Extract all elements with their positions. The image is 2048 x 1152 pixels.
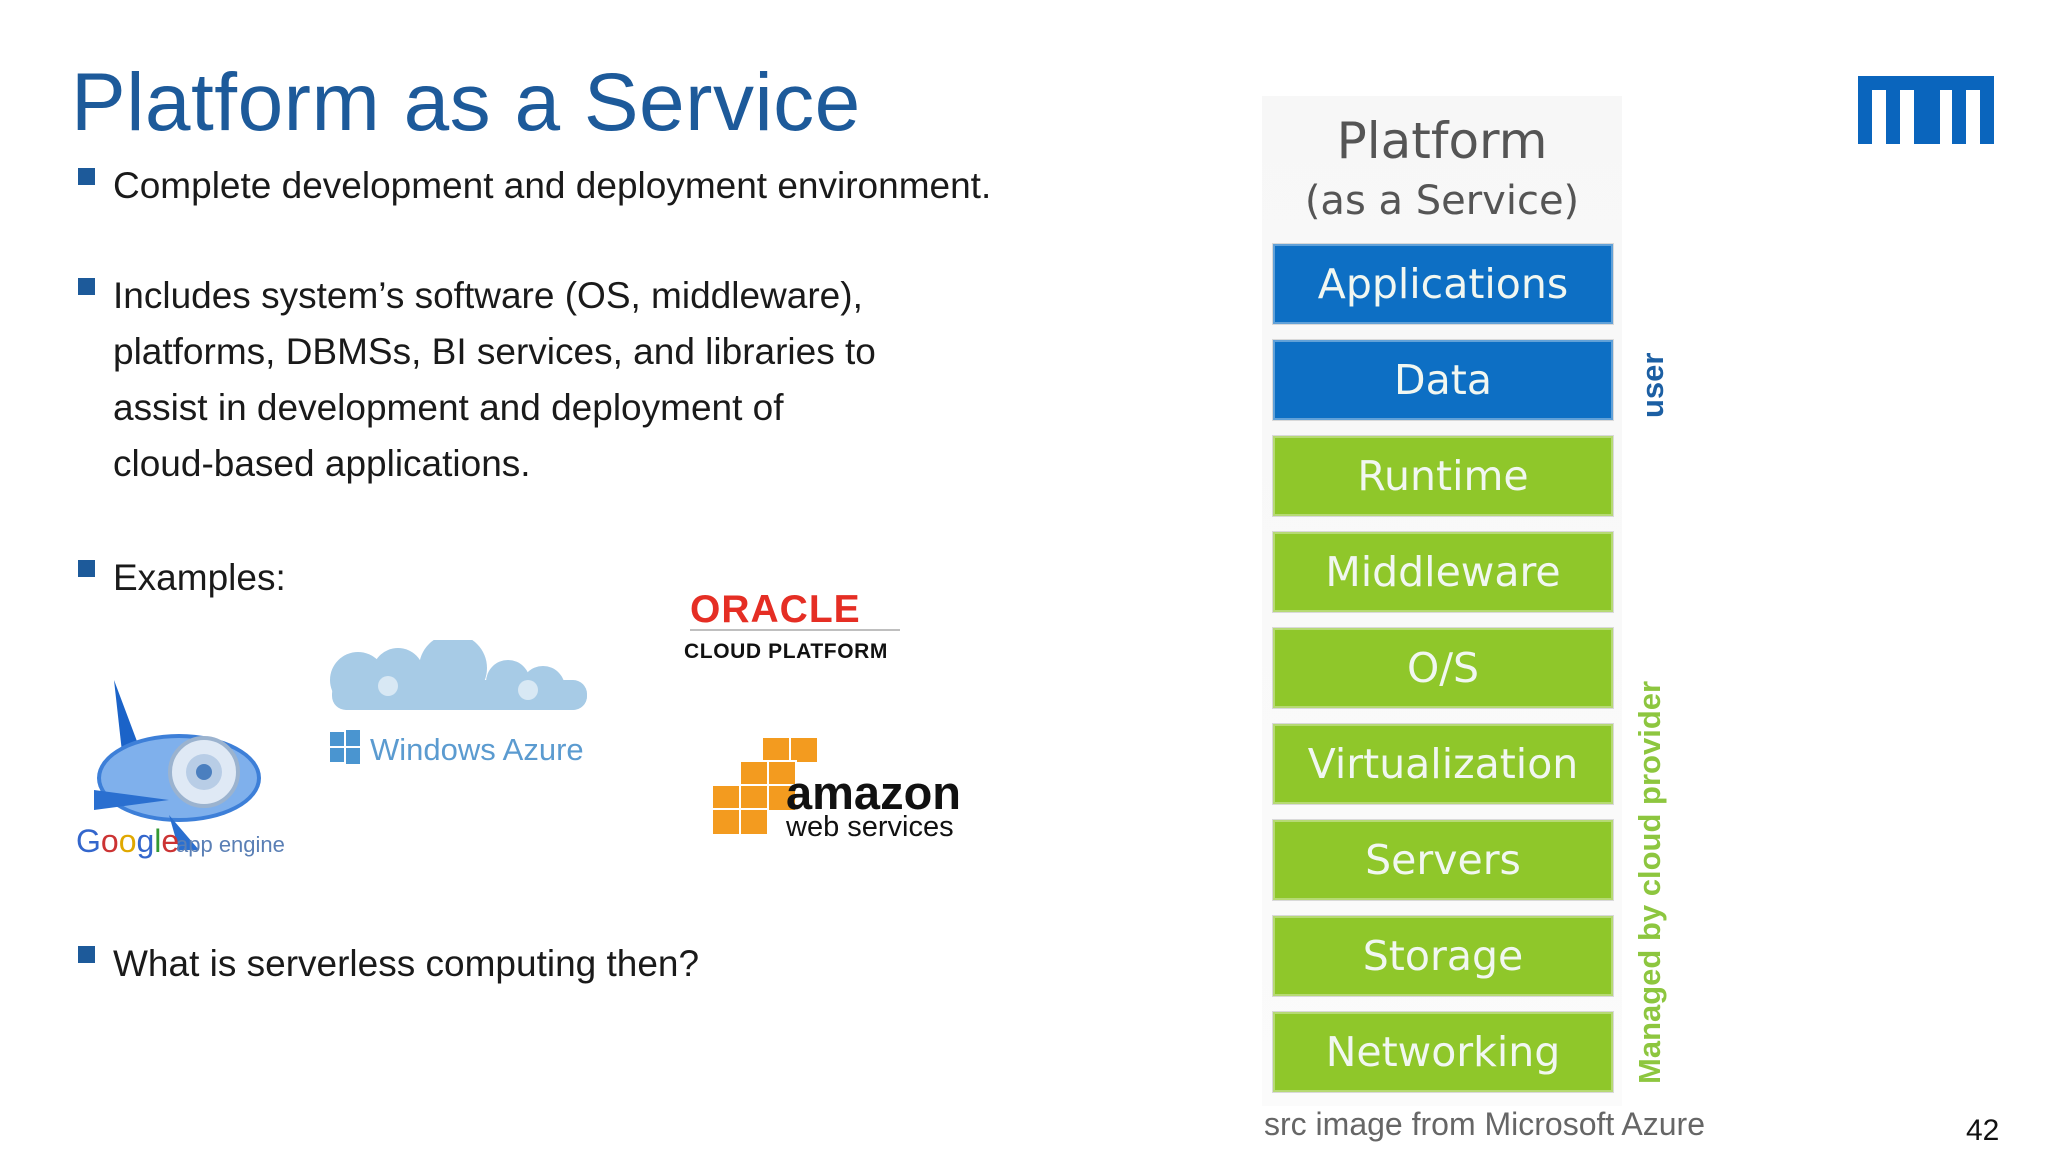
stack-layer-virtualization: Virtualization <box>1273 724 1613 804</box>
tum-logo <box>1856 74 1996 146</box>
stack-subtitle: (as a Service) <box>1304 178 1580 224</box>
oracle-cloud-logo: ORACLE CLOUD PLATFORM <box>680 580 910 675</box>
windows-azure-logo: Windows Azure <box>318 634 598 775</box>
google-app-engine-logo: Google app engine <box>74 660 294 875</box>
svg-text:CLOUD PLATFORM: CLOUD PLATFORM <box>684 640 888 663</box>
stack-layer-servers: Servers <box>1273 820 1613 900</box>
stack-layer-runtime: Runtime <box>1273 436 1613 516</box>
svg-text:Google: Google <box>76 823 179 859</box>
svg-text:web services: web services <box>785 811 954 843</box>
image-source-caption: src image from Microsoft Azure <box>1264 1106 1705 1142</box>
svg-text:amazon: amazon <box>786 766 961 819</box>
stack-layer-data: Data <box>1273 340 1613 420</box>
app-engine-text: app engine <box>176 832 285 857</box>
stack-layer-applications: Applications <box>1273 244 1613 324</box>
provider-managed-label: Managed by cloud provider <box>1632 680 1667 1084</box>
user-managed-label: user <box>1635 352 1670 418</box>
azure-text: Windows Azure <box>370 732 584 767</box>
svg-text:ORACLE: ORACLE <box>690 588 861 631</box>
bullet-square-icon <box>78 560 95 577</box>
slide-title: Platform as a Service <box>71 57 861 148</box>
bullet-square-icon <box>78 278 95 295</box>
stack-layer-middleware: Middleware <box>1273 532 1613 612</box>
page-number: 42 <box>1966 1114 2000 1147</box>
stack-layer-networking: Networking <box>1273 1012 1613 1092</box>
bullet-square-icon <box>78 946 95 963</box>
aws-logo: amazon web services <box>710 735 980 850</box>
stack-title: Platform <box>1336 112 1548 170</box>
bullet-square-icon <box>78 168 95 185</box>
stack-layer-os: O/S <box>1273 628 1613 708</box>
stack-layer-storage: Storage <box>1273 916 1613 996</box>
